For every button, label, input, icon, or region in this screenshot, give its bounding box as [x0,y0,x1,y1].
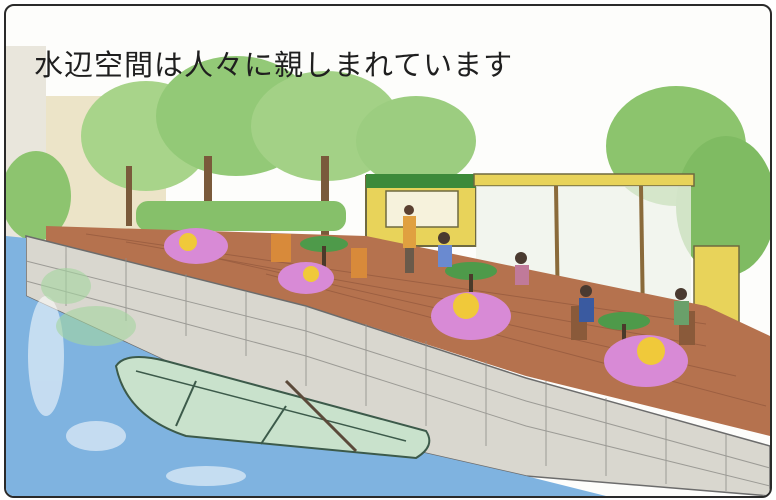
waterside-scene [6,46,770,496]
illustration-frame: 水辺空間は人々に親しまれています [4,4,772,498]
cafe-tables [271,234,695,349]
stone-blocks [25,246,770,491]
people [403,205,689,325]
wooden-deck [46,226,770,436]
river-water [6,236,606,496]
water-highlights [28,296,246,486]
hedge [136,201,346,231]
rowboat [114,356,431,460]
water-reflections [41,268,136,346]
flower-planters [164,228,688,387]
scene-caption: 水辺空間は人々に親しまれています [34,48,514,82]
